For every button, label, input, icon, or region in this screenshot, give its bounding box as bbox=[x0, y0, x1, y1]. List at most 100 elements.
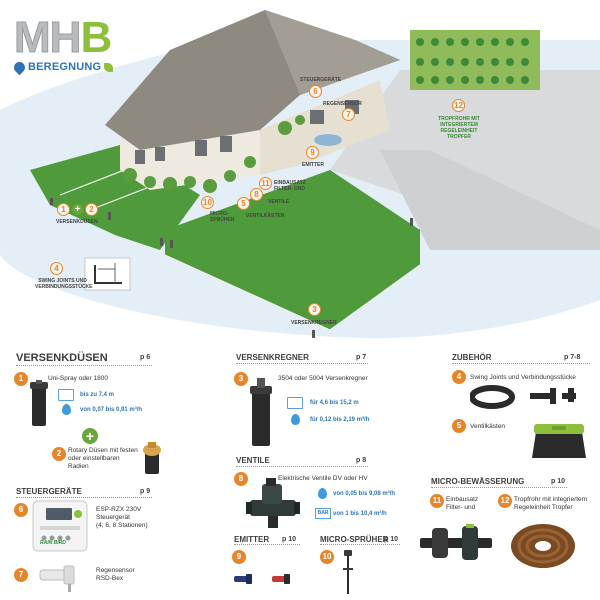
product-name-12: Tropfrohr mit integriertem Regeleinheit … bbox=[514, 496, 588, 511]
label-versenkregner: VERSENKREGNER bbox=[291, 320, 337, 326]
swing-detail-lines bbox=[98, 263, 116, 283]
product-number-3: 3 bbox=[234, 372, 248, 386]
logo-subtitle: BEREGNUNG bbox=[28, 61, 102, 73]
spray-nozzle-image bbox=[30, 380, 48, 426]
drip-beds bbox=[410, 30, 540, 90]
marker-4: 4 bbox=[50, 262, 63, 275]
product-number-2: 2 bbox=[52, 447, 66, 461]
page-ref-steuergeraete: p 9 bbox=[140, 488, 151, 495]
label-regensensor: REGENSENSOR bbox=[323, 101, 362, 107]
lawn-main bbox=[165, 170, 420, 330]
swing-joint-image bbox=[470, 385, 576, 409]
marker-6: 6 bbox=[309, 85, 322, 98]
filter-kit-image bbox=[420, 524, 492, 560]
driveway bbox=[380, 150, 600, 250]
product-name-2: Rotary Düsen mit festen oder einstellbar… bbox=[68, 447, 138, 470]
section-title-steuergeraete: STEUERGERÄTE bbox=[16, 487, 82, 496]
logo-mh: MH bbox=[13, 13, 81, 62]
marker-2: 2 bbox=[85, 203, 98, 216]
flow-drop-icon bbox=[62, 404, 71, 415]
section-divider bbox=[16, 365, 152, 366]
product-number-1: 1 bbox=[14, 372, 28, 386]
marker-10: 10 bbox=[201, 196, 214, 209]
label-micro: MICRO- SPRÜHER bbox=[210, 211, 235, 223]
marker-8: 8 bbox=[250, 188, 263, 201]
section-title-emitter: EMITTER bbox=[234, 535, 270, 544]
emitter-image bbox=[234, 574, 290, 584]
paving bbox=[330, 70, 600, 240]
section-divider bbox=[16, 497, 152, 498]
page-ref-micro: p 10 bbox=[551, 478, 566, 485]
section-title-microspr: MICRO-SPRÜHER bbox=[320, 535, 389, 544]
leaf-icon bbox=[104, 62, 114, 72]
product-name-6b: Steuergerät bbox=[96, 514, 130, 521]
section-title-micro: MICRO-BEWÄSSERUNG bbox=[431, 477, 525, 486]
marker-7: 7 bbox=[342, 108, 355, 121]
product-name-6c: (4, 6, 8 Stationen) bbox=[96, 522, 148, 529]
product-number-12: 12 bbox=[498, 494, 512, 508]
sprinkler-heads bbox=[50, 198, 413, 338]
product-number-5: 5 bbox=[452, 419, 466, 433]
page-ref-zubehoer: p 7-8 bbox=[564, 354, 581, 361]
garden-illustration: MHB BEREGNUNG 1 + 2 VERSENKDÜSEN 4 SWING… bbox=[0, 10, 600, 339]
swing-detail-pipe bbox=[94, 265, 122, 284]
label-einbausatz: EINBAUSATZ FILTER- UND bbox=[274, 180, 306, 192]
logo-subtitle-row: BEREGNUNG bbox=[11, 59, 129, 75]
product-spec-1b: von 0,07 bis 0,91 m³/h bbox=[80, 407, 143, 413]
valve-box-image bbox=[532, 424, 586, 458]
drip-tube-image bbox=[511, 524, 575, 568]
marker-11: 11 bbox=[259, 177, 272, 190]
label-swing: SWING JOINTS UND VERBINDUNGSSTÜCKE bbox=[35, 278, 93, 290]
product-spec-8a: von 0,05 bis 9,08 m³/h bbox=[333, 491, 396, 497]
section-title-zubehoer: ZUBEHÖR bbox=[452, 353, 492, 362]
plus-icon: + bbox=[82, 428, 98, 444]
label-ventilkaesten: VENTILKÄSTEN bbox=[246, 213, 285, 219]
product-number-4: 4 bbox=[452, 370, 466, 384]
controller-brand-text: RAIN BIRD bbox=[40, 540, 66, 546]
rotary-nozzle-image bbox=[143, 442, 161, 474]
house-roof-shade bbox=[265, 10, 400, 95]
section-title-versenkduesen: VERSENKDÜSEN bbox=[16, 352, 108, 364]
page-ref-versenkregner: p 7 bbox=[356, 354, 367, 361]
product-name-6a: ESP-RZX 230V bbox=[96, 506, 142, 513]
throw-radius-icon bbox=[58, 389, 74, 401]
product-name-11a: Einbausatz bbox=[446, 496, 479, 503]
marker-1: 1 bbox=[57, 203, 70, 216]
rotor-image bbox=[250, 378, 272, 446]
marker-12: 12 bbox=[452, 99, 465, 112]
page-ref-ventile: p 8 bbox=[356, 457, 367, 464]
product-spec-3b: für 0,12 bis 2,19 m³/h bbox=[310, 417, 370, 423]
rain-sensor-image bbox=[39, 565, 75, 592]
label-ventile: VENTILE bbox=[268, 199, 290, 205]
section-divider bbox=[234, 544, 300, 545]
label-steuergeraete: STEUERGERÄTE bbox=[300, 77, 342, 83]
page-ref-emitter: p 10 bbox=[282, 536, 297, 543]
micro-sprayer-image bbox=[343, 550, 353, 594]
section-title-versenkregner: VERSENKREGNER bbox=[236, 353, 309, 362]
shrubs bbox=[123, 115, 305, 193]
pressure-bar-icon: BAR bbox=[315, 508, 331, 519]
brand-logo: MHB BEREGNUNG bbox=[11, 13, 129, 75]
product-spec-8b: von 1 bis 10,4 m³/h bbox=[333, 511, 387, 517]
valve-image bbox=[246, 478, 300, 528]
product-number-7: 7 bbox=[14, 568, 28, 582]
page-ref-microspr: p 10 bbox=[384, 536, 399, 543]
product-number-10: 10 bbox=[320, 550, 334, 564]
label-tropfrohr: TROPFROHR MIT INTEGRIERTEM REGELEINHEIT … bbox=[438, 116, 480, 140]
product-name-3: 3504 oder 5004 Versenkregner bbox=[278, 375, 368, 382]
section-divider bbox=[236, 363, 368, 364]
logo-b: B bbox=[80, 13, 112, 62]
drip-plants bbox=[416, 38, 529, 84]
product-name-4: Swing Joints und Verbindungsstücke bbox=[470, 374, 576, 381]
product-name-7a: Regensensor bbox=[96, 567, 135, 574]
section-divider bbox=[452, 363, 590, 364]
product-name-1: Uni-Spray oder 1800 bbox=[48, 375, 108, 382]
page-ref-versenkduesen: p 6 bbox=[140, 354, 151, 361]
marker-3: 3 bbox=[308, 303, 321, 316]
controller-image bbox=[32, 500, 88, 552]
marker-9: 9 bbox=[306, 146, 319, 159]
section-divider bbox=[236, 466, 368, 467]
swing-detail-box bbox=[84, 257, 131, 291]
label-emitter: EMITTER bbox=[302, 162, 324, 168]
section-divider bbox=[431, 487, 567, 488]
